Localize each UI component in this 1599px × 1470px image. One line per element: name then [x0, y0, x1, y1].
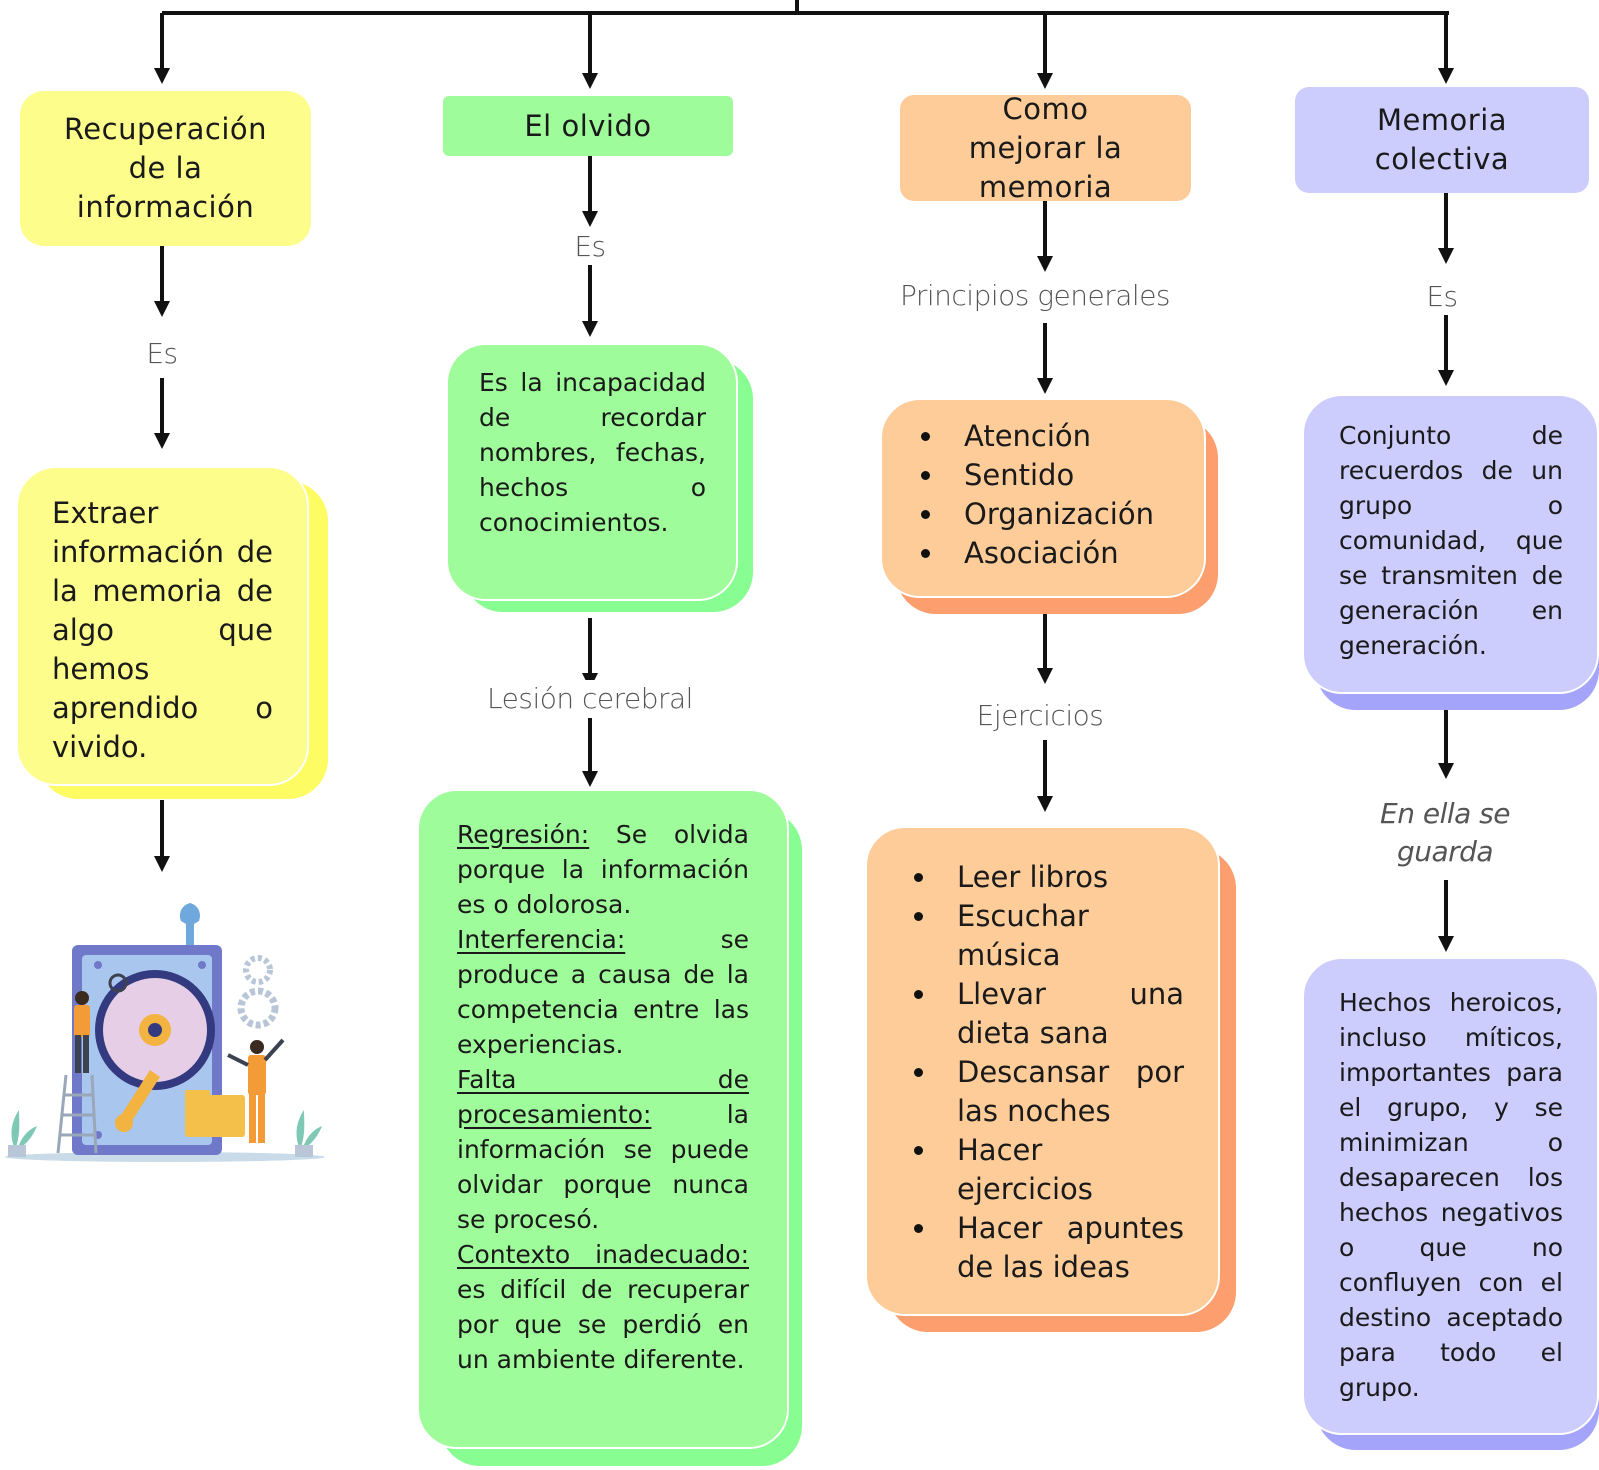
card-olvido-def-text: Es la incapacidad de recordar nombres, f… — [479, 368, 706, 537]
principle-item: Organización — [921, 495, 1184, 534]
cause-falta-procesamiento-text: la información se puede olvidar porque n… — [457, 1100, 749, 1234]
node-recuperacion-title: Recuperación de la información — [63, 112, 268, 224]
principle-item: Asociación — [921, 534, 1184, 573]
exercise-item: Descansar por las noches — [914, 1053, 1184, 1131]
node-olvido-title: El olvido — [524, 108, 652, 143]
hard-drive-repair-illustration — [5, 903, 325, 1162]
cause-regresion-term: Regresión: — [457, 820, 590, 849]
exercise-item: Hacer ejercicios — [914, 1131, 1184, 1209]
card-colectiva-def-text: Conjunto de recuerdos de un grupo o comu… — [1339, 421, 1563, 660]
card-colectiva-def: Conjunto de recuerdos de un grupo o comu… — [1302, 394, 1599, 694]
label-en-ella-se-guarda: En ella se guarda — [1380, 797, 1511, 868]
cause-contexto: Contexto inadecuado: es difícil de recup… — [457, 1237, 749, 1377]
label-es-recuperacion: Es — [146, 337, 178, 370]
card-olvido-def: Es la incapacidad de recordar nombres, f… — [446, 343, 738, 601]
cause-contexto-text: es difícil de recuperar por que se perdi… — [457, 1275, 749, 1374]
node-colectiva: Memoria colectiva — [1295, 87, 1589, 193]
principle-item: Sentido — [921, 456, 1184, 495]
label-es-colectiva: Es — [1426, 280, 1458, 313]
cause-interferencia-term: Interferencia: — [457, 925, 626, 954]
cause-regresion: Regresión: Se olvida porque la informaci… — [457, 817, 749, 922]
node-mejorar: Como mejorar la memoria — [900, 92, 1191, 204]
exercises-list: Leer libros Escuchar música Llevar una d… — [914, 858, 1184, 1287]
card-ejercicios: Leer libros Escuchar música Llevar una d… — [865, 826, 1220, 1316]
node-mejorar-title: Como mejorar la memoria — [968, 91, 1123, 204]
cause-falta-procesamiento: Falta de procesamiento: la información s… — [457, 1062, 749, 1237]
cause-interferencia: Interferencia: se produce a causa de la … — [457, 922, 749, 1062]
card-colectiva-stored: Hechos heroicos, incluso míticos, import… — [1302, 957, 1599, 1435]
card-colectiva-stored-text: Hechos heroicos, incluso míticos, import… — [1339, 988, 1563, 1402]
cause-regresion-text: Se olvida porque la información es o dol… — [457, 820, 749, 919]
cause-contexto-term: Contexto inadecuado: — [457, 1240, 749, 1269]
principle-item: Atención — [921, 417, 1184, 456]
node-colectiva-title: Memoria colectiva — [1374, 103, 1510, 176]
exercise-item: Leer libros — [914, 858, 1184, 897]
exercise-item: Escuchar música — [914, 897, 1184, 975]
label-ejercicios: Ejercicios — [976, 699, 1104, 732]
node-recuperacion: Recuperación de la información — [20, 91, 311, 246]
cause-falta-procesamiento-term: Falta de procesamiento: — [457, 1065, 749, 1129]
exercise-item: Hacer apuntes de las ideas — [914, 1209, 1184, 1287]
label-principios-generales: Principios generales — [899, 279, 1171, 312]
exercise-item: Llevar una dieta sana — [914, 975, 1184, 1053]
label-es-olvido: Es — [574, 230, 606, 263]
card-principios: Atención Sentido Organización Asociación — [880, 398, 1206, 598]
node-olvido: El olvido — [443, 96, 733, 156]
card-recuperacion-text: Extraer información de la memoria de alg… — [52, 496, 273, 764]
cause-interferencia-text: se produce a causa de la competencia ent… — [457, 925, 749, 1059]
label-lesion-cerebral: Lesión cerebral — [470, 680, 710, 718]
card-recuperacion: Extraer información de la memoria de alg… — [16, 466, 309, 786]
card-olvido-causes: Regresión: Se olvida porque la informaci… — [417, 789, 789, 1449]
principles-list: Atención Sentido Organización Asociación — [921, 417, 1184, 573]
